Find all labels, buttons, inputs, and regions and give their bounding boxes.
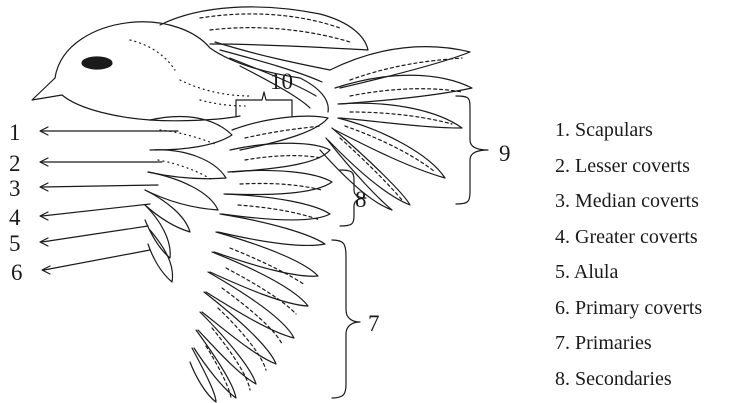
near-wing-coverts: [145, 116, 232, 282]
legend-item: 5. Alula: [555, 262, 702, 298]
secondaries: [218, 116, 332, 245]
bracket-label-tertials: 10: [270, 70, 293, 93]
bracket-label-primaries: 7: [368, 312, 380, 335]
legend-item: 3. Median coverts: [555, 191, 702, 227]
callout-arrows: [40, 127, 178, 274]
bracket-tertials: [236, 92, 292, 116]
bracket-tail: [456, 96, 488, 204]
callout-number-6: 6: [11, 261, 23, 284]
callout-number-1: 1: [9, 121, 21, 144]
legend-item: 2. Lesser coverts: [555, 156, 702, 192]
bracket-label-secondaries: 8: [355, 188, 367, 211]
legend-item: 1. Scapulars: [555, 120, 702, 156]
primaries: [190, 232, 318, 402]
callout-number-4: 4: [9, 206, 21, 229]
callout-number-3: 3: [9, 177, 21, 200]
legend-item: 7. Primaries: [555, 333, 702, 369]
tail-feathers: [320, 47, 472, 210]
brackets: [236, 92, 488, 398]
bracket-primaries: [332, 240, 360, 398]
callout-number-2: 2: [9, 152, 21, 175]
legend: 1. Scapulars 2. Lesser coverts 3. Median…: [555, 120, 702, 403]
legend-item: 8. Secondaries: [555, 369, 702, 403]
legend-item: 6. Primary coverts: [555, 298, 702, 334]
bracket-label-tail: 9: [499, 142, 511, 165]
legend-item: 4. Greater coverts: [555, 227, 702, 263]
callout-number-5: 5: [9, 232, 21, 255]
